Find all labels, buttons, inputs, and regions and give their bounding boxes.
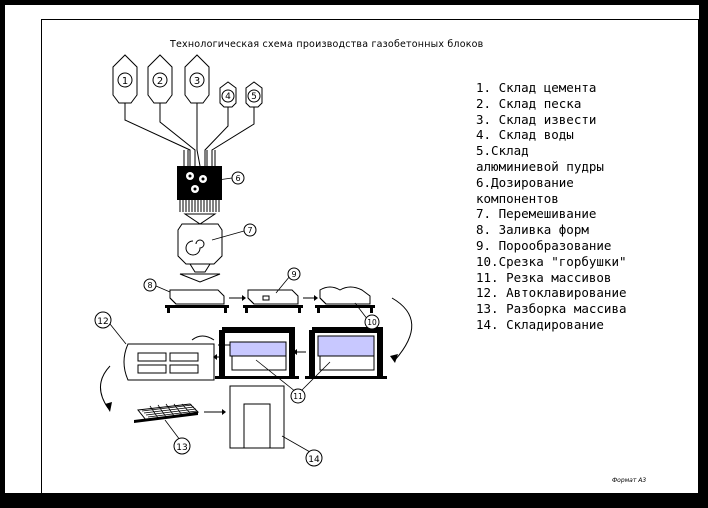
legend-item: 2. Склад песка <box>476 95 582 111</box>
marker-5: 5 <box>247 89 261 103</box>
marker-6: 6 <box>231 171 245 185</box>
legend-item: 4. Склад воды <box>476 127 574 143</box>
disassembly-pallet <box>134 403 200 423</box>
marker-label: 14 <box>308 455 320 465</box>
marker-label: 6 <box>235 174 240 183</box>
legend-item: 13. Разборка массива <box>476 301 627 317</box>
format-stamp: Формат А3 <box>612 477 647 484</box>
marker-label: 9 <box>291 270 296 279</box>
marker-label: 8 <box>147 281 152 290</box>
marker-7: 7 <box>243 223 257 237</box>
marker-2: 2 <box>152 72 168 88</box>
legend-item: алюминиевой пудры <box>476 158 604 174</box>
legend-item: 1. Склад цемента <box>476 80 597 95</box>
marker-label: 1 <box>122 76 128 87</box>
mixer <box>177 223 223 283</box>
legend-item: 10.Срезка "горбушки" <box>476 253 627 269</box>
legend-item: 8. Заливка форм <box>476 222 589 238</box>
legend-item: компонентов <box>476 190 559 206</box>
legend-item: 14. Складирование <box>476 316 604 332</box>
cutting-frame-right <box>305 327 387 379</box>
autoclave <box>123 335 230 381</box>
marker-label: 5 <box>251 92 257 102</box>
cutting-frame-left <box>215 327 299 379</box>
marker-10: 10 <box>364 314 380 330</box>
marker-3: 3 <box>189 72 205 88</box>
marker-label: 11 <box>293 392 303 401</box>
legend-item: 9. Порообразование <box>476 237 612 253</box>
marker-1: 1 <box>117 72 133 88</box>
marker-12: 12 <box>94 311 112 329</box>
legend-item: 6.Дозирование <box>476 174 574 190</box>
legend: 1. Склад цемента 2. Склад песка 3. Склад… <box>476 80 627 333</box>
marker-8: 8 <box>143 278 157 292</box>
dosing-unit <box>177 166 222 225</box>
mold-crust-cutting <box>315 286 375 313</box>
marker-13: 13 <box>173 437 191 455</box>
marker-label: 7 <box>247 226 252 235</box>
leader-lines <box>109 177 369 453</box>
legend-item: 12. Автоклавирование <box>476 285 627 301</box>
diagram-title: Технологическая схема производства газоб… <box>170 39 484 50</box>
warehouse <box>229 385 285 449</box>
flow-arrow-curve-left <box>100 365 111 409</box>
marker-4: 4 <box>221 89 235 103</box>
mold-filling <box>165 289 229 313</box>
marker-label: 10 <box>367 318 377 327</box>
marker-label: 13 <box>176 443 187 453</box>
mold-pore-formation <box>243 289 303 313</box>
marker-9: 9 <box>287 267 301 281</box>
inner-frame <box>41 19 699 495</box>
legend-item: 11. Резка массивов <box>476 269 612 285</box>
marker-label: 3 <box>194 76 200 87</box>
marker-label: 2 <box>157 76 163 87</box>
marker-label: 12 <box>97 317 108 327</box>
marker-14: 14 <box>305 449 323 467</box>
marker-label: 4 <box>225 92 231 102</box>
feed-pipes <box>124 103 255 167</box>
legend-item: 7. Перемешивание <box>476 206 597 222</box>
flow-arrow-curve-right <box>391 297 413 361</box>
legend-item: 5.Склад <box>476 143 529 159</box>
marker-11: 11 <box>290 388 306 404</box>
legend-item: 3. Склад извести <box>476 111 597 127</box>
